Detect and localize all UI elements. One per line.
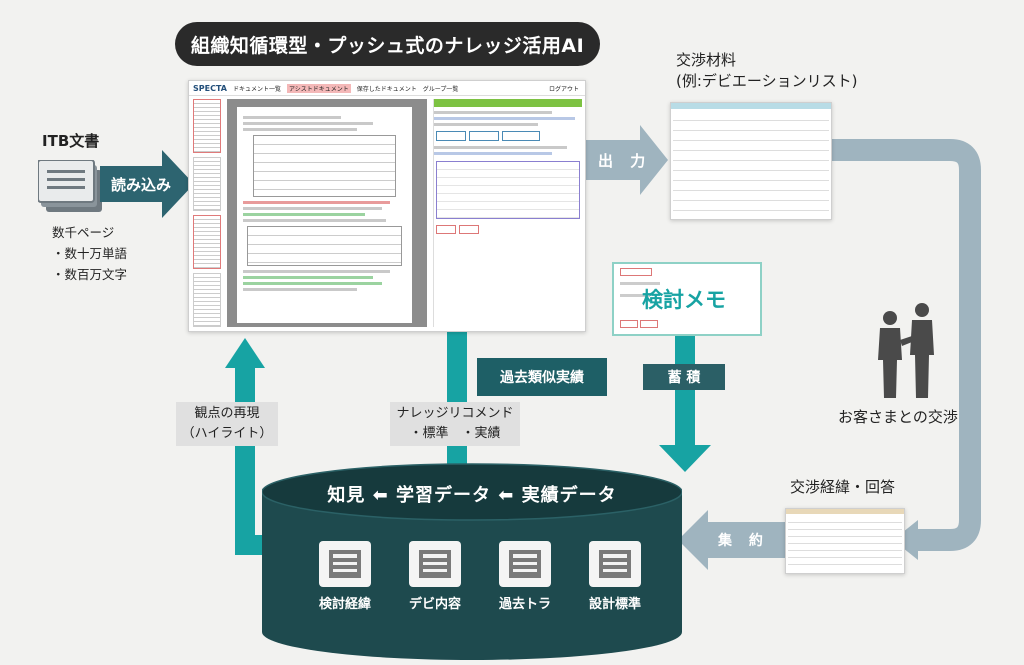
page-thumbnails — [193, 99, 221, 327]
itb-label: ITB文書 — [42, 132, 100, 150]
memo-card[interactable] — [436, 161, 580, 219]
action-button[interactable] — [459, 225, 479, 234]
negotiation-label: お客さまとの交渉 — [838, 408, 958, 426]
read-arrow — [100, 150, 194, 218]
db-item-label: 過去トラ — [498, 597, 551, 612]
spec-pages: 数千ページ — [52, 225, 115, 240]
memo-action[interactable] — [620, 320, 638, 328]
material-label-example: (例:デビエーションリスト) — [676, 72, 858, 90]
highlight-box: 観点の再現 （ハイライト） — [176, 402, 278, 446]
recommend-panel — [433, 99, 582, 327]
main-title: 組織知循環型・プッシュ式のナレッジ活用AI — [175, 22, 600, 66]
history-sheet-image — [785, 508, 905, 574]
highlight-arrowhead — [225, 338, 265, 368]
tab-groups[interactable]: グループ一覧 — [422, 85, 459, 93]
consolidate-arrow — [678, 510, 785, 570]
tab-assist[interactable]: アシストドキュメント — [287, 83, 351, 93]
material-label-title: 交渉材料 — [676, 51, 737, 69]
tab-documents[interactable]: ドキュメント一覧 — [233, 85, 282, 93]
negotiation-loop — [815, 139, 981, 551]
history-arrowhead — [893, 520, 918, 560]
app-logo: SPECTA — [193, 83, 227, 93]
db-item-label: 設計標準 — [588, 597, 641, 612]
database-items: 検討経緯 デビ内容 過去トラ 設計標準 — [300, 541, 650, 612]
recommend-box: ナレッジリコメンド ・標準 ・実績 — [390, 402, 520, 446]
output-arrow — [585, 125, 668, 195]
recommend-title: ナレッジリコメンド — [396, 406, 514, 421]
tag[interactable] — [502, 131, 540, 141]
action-button[interactable] — [436, 225, 456, 234]
thumbnail[interactable] — [193, 215, 221, 269]
app-screenshot: SPECTA ドキュメント一覧 アシストドキュメント 保存したドキュメント グル… — [188, 80, 586, 332]
spec-chars: ・数百万文字 — [52, 267, 128, 282]
itb-specs: 数千ページ ・数十万単語 ・数百万文字 — [52, 222, 127, 285]
material-label: 交渉材料 (例:デビエーションリスト) — [676, 50, 857, 92]
recommend-arrow — [431, 243, 483, 478]
spec-words: ・数十万単語 — [52, 246, 128, 261]
db-item-review-history: 検討経緯 — [300, 541, 390, 612]
db-item-design-standard: 設計標準 — [570, 541, 660, 612]
thumbnail[interactable] — [193, 157, 221, 211]
tag[interactable] — [436, 131, 466, 141]
memo-panel: 検討メモ — [612, 262, 762, 336]
thumbnail[interactable] — [193, 273, 221, 327]
memo-action[interactable] — [640, 320, 658, 328]
recommend-subtitle: ・標準 ・実績 — [409, 426, 501, 441]
memo-tag[interactable] — [620, 268, 652, 276]
panel-actions — [436, 225, 580, 234]
db-item-label: 検討経緯 — [318, 597, 371, 612]
document-icon — [589, 541, 641, 587]
database-header: 知見 ⬅ 学習データ ⬅ 実績データ — [327, 485, 617, 506]
db-item-label: デビ内容 — [408, 597, 461, 612]
logout-link[interactable]: ログアウト — [548, 85, 579, 93]
document-icon — [319, 541, 371, 587]
document-icon — [499, 541, 551, 587]
db-item-past-trouble: 過去トラ — [480, 541, 570, 612]
doc-table — [253, 135, 396, 197]
store-arrow — [659, 332, 711, 472]
highlight-subtitle: （ハイライト） — [181, 426, 273, 441]
highlight-title: 観点の再現 — [194, 406, 260, 421]
panel-tags — [436, 131, 580, 141]
memo-title: 検討メモ — [642, 288, 726, 312]
tab-saved[interactable]: 保存したドキュメント — [356, 85, 417, 93]
history-label: 交渉経緯・回答 — [790, 478, 896, 496]
app-header: SPECTA ドキュメント一覧 アシストドキュメント 保存したドキュメント グル… — [189, 81, 585, 96]
document-page — [237, 107, 412, 323]
tag[interactable] — [469, 131, 499, 141]
database-cylinder — [262, 463, 682, 660]
handshake-icon — [878, 303, 934, 398]
panel-header — [434, 99, 582, 107]
db-item-deviation: デビ内容 — [390, 541, 480, 612]
output-label: 出 力 — [598, 152, 652, 170]
document-viewer — [227, 99, 427, 327]
document-icon — [409, 541, 461, 587]
doc-table — [247, 226, 402, 266]
itb-document-icon — [38, 160, 102, 212]
consolidate-label: 集 約 — [718, 533, 769, 549]
past-results-box: 過去類似実績 — [477, 358, 607, 396]
deviation-list-image — [670, 102, 832, 220]
store-label: 蓄 積 — [643, 364, 725, 390]
read-label: 読み込み — [110, 176, 171, 194]
thumbnail[interactable] — [193, 99, 221, 153]
